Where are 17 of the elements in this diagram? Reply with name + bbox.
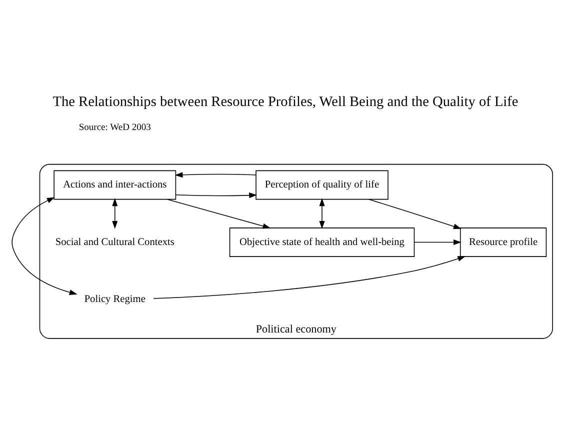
node-text: Policy Regime — [84, 294, 146, 306]
arrow — [166, 198, 271, 229]
arrow — [12, 197, 78, 296]
node-text: Social and Cultural Contexts — [55, 236, 174, 248]
node-box: Resource profile — [460, 228, 547, 257]
arrow — [319, 198, 325, 229]
arrow — [368, 198, 462, 230]
arrow — [414, 239, 462, 246]
node-box: Objective state of health and well-being — [229, 228, 415, 257]
node-box: Actions and inter-actions — [54, 170, 176, 200]
arrow — [176, 192, 258, 198]
arrow — [174, 172, 256, 178]
label: Source: WeD 2003 — [78, 122, 151, 134]
arrow — [153, 256, 466, 299]
diagram-title: The Relationships between Resource Profiles, Well Being and the Quality of Life — [52, 94, 518, 110]
node-box: Perception of quality of life — [256, 170, 388, 200]
arrow — [112, 198, 118, 229]
